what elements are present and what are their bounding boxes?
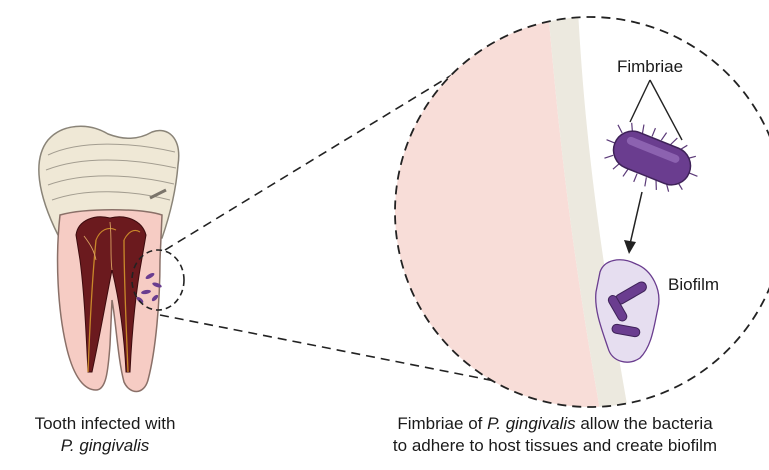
tooth bbox=[39, 126, 184, 391]
caption-text: allow the bacteria bbox=[576, 414, 713, 433]
tooth-caption: Tooth infected with P. gingivalis bbox=[0, 413, 210, 457]
fimbriae-caption: Fimbriae of P. gingivalis allow the bact… bbox=[345, 413, 765, 457]
caption-text: Fimbriae of bbox=[397, 414, 487, 433]
tooth-caption-line1: Tooth infected with bbox=[0, 413, 210, 435]
zoom-view: Fimbriae Biofilm bbox=[390, 10, 769, 420]
species-name: P. gingivalis bbox=[487, 414, 576, 433]
biofilm-label: Biofilm bbox=[668, 275, 719, 294]
fimbriae-caption-line1: Fimbriae of P. gingivalis allow the bact… bbox=[345, 413, 765, 435]
fimbriae-caption-line2: to adhere to host tissues and create bio… bbox=[345, 435, 765, 457]
tooth-caption-line2: P. gingivalis bbox=[0, 435, 210, 457]
fimbriae-label: Fimbriae bbox=[617, 57, 683, 76]
species-name: P. gingivalis bbox=[61, 436, 150, 455]
